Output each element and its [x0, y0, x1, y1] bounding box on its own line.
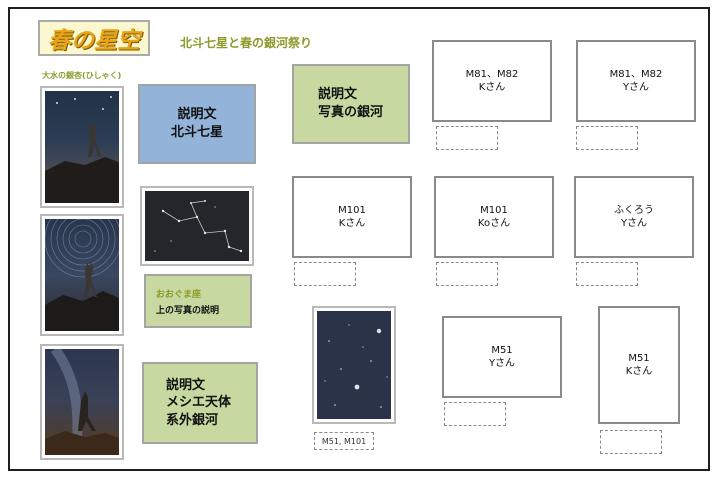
card-m51-k[interactable]: M51 Kさん [598, 306, 680, 424]
caption-slot[interactable] [444, 402, 506, 426]
card-author: Yさん [620, 218, 648, 229]
caption-slot[interactable] [576, 126, 638, 150]
page-title: 春の星空 [48, 27, 140, 54]
card-object: M101 [338, 204, 366, 216]
photo-ursa-major[interactable] [140, 186, 254, 266]
photo-ursa-major-image [145, 191, 249, 261]
desc-messier-line1: 説明文 [166, 377, 206, 393]
caption-slot[interactable] [600, 430, 662, 454]
card-object: M81、M82 [465, 68, 519, 80]
desc-hokuto-line1: 説明文 [177, 107, 217, 123]
title-box: 春の星空 [38, 20, 150, 56]
photo-galaxies[interactable] [312, 306, 396, 424]
page-frame [8, 7, 710, 471]
photo-milky-way-statue[interactable] [40, 344, 124, 460]
caption-slot[interactable] [436, 262, 498, 286]
desc-ginga-box[interactable]: 説明文 写真の銀河 [292, 64, 410, 144]
milky-way-icon [45, 349, 119, 455]
caption-slot[interactable] [576, 262, 638, 286]
photo-deer-night-1-image [45, 91, 119, 203]
deer-silhouette-icon [45, 96, 119, 203]
desc-messier-line2: メシエ天体 [166, 395, 232, 411]
photo-star-trails[interactable] [40, 214, 124, 336]
card-author: Koさん [477, 218, 511, 229]
ursa-caption-title: おおぐま座 [156, 289, 202, 300]
desc-hokuto-line2: 北斗七星 [170, 125, 223, 140]
card-author: Yさん [622, 82, 650, 93]
caption-slot[interactable] [294, 262, 356, 286]
card-object: M51 [491, 344, 513, 356]
card-fukurou-y[interactable]: ふくろう Yさん [574, 176, 694, 258]
caption-slot[interactable] [436, 126, 498, 150]
card-m51-y[interactable]: M51 Yさん [442, 316, 562, 398]
photo-galaxies-image [317, 311, 391, 419]
card-m81-m82-y[interactable]: M81、M82 Yさん [576, 40, 696, 122]
desc-messier-box[interactable]: 説明文 メシエ天体 系外銀河 [142, 362, 258, 444]
desc-ginga-line2: 写真の銀河 [318, 105, 384, 120]
card-author: Kさん [625, 366, 653, 377]
card-author: Yさん [488, 358, 516, 369]
card-object: M81、M82 [609, 68, 663, 80]
card-author: Kさん [338, 218, 366, 229]
card-m81-m82-k[interactable]: M81、M82 Kさん [432, 40, 552, 122]
galaxy-photo-label[interactable]: M51, M101 [314, 432, 374, 450]
ursa-caption-text: 上の写真の説明 [156, 305, 220, 316]
photo-caption: 大水の銀杏(ひしゃく) [42, 71, 122, 80]
ursa-caption-box[interactable]: おおぐま座 上の写真の説明 [144, 274, 252, 328]
star-trails-icon [45, 219, 119, 331]
card-m101-k[interactable]: M101 Kさん [292, 176, 412, 258]
desc-ginga-line1: 説明文 [318, 87, 358, 103]
card-object: ふくろう [614, 204, 654, 216]
card-m101-ko[interactable]: M101 Koさん [434, 176, 554, 258]
desc-messier-line3: 系外銀河 [166, 412, 219, 428]
desc-hokuto-box[interactable]: 説明文 北斗七星 [138, 84, 256, 164]
photo-milky-way-statue-image [45, 349, 119, 455]
page-subtitle: 北斗七星と春の銀河祭り [180, 36, 313, 50]
constellation-lines-icon [154, 200, 243, 253]
card-object: M101 [480, 204, 508, 216]
photo-star-trails-image [45, 219, 119, 331]
galaxy-stars-icon [324, 324, 388, 408]
card-object: M51 [628, 352, 650, 364]
photo-deer-night-1[interactable] [40, 86, 124, 208]
card-author: Kさん [478, 82, 506, 93]
